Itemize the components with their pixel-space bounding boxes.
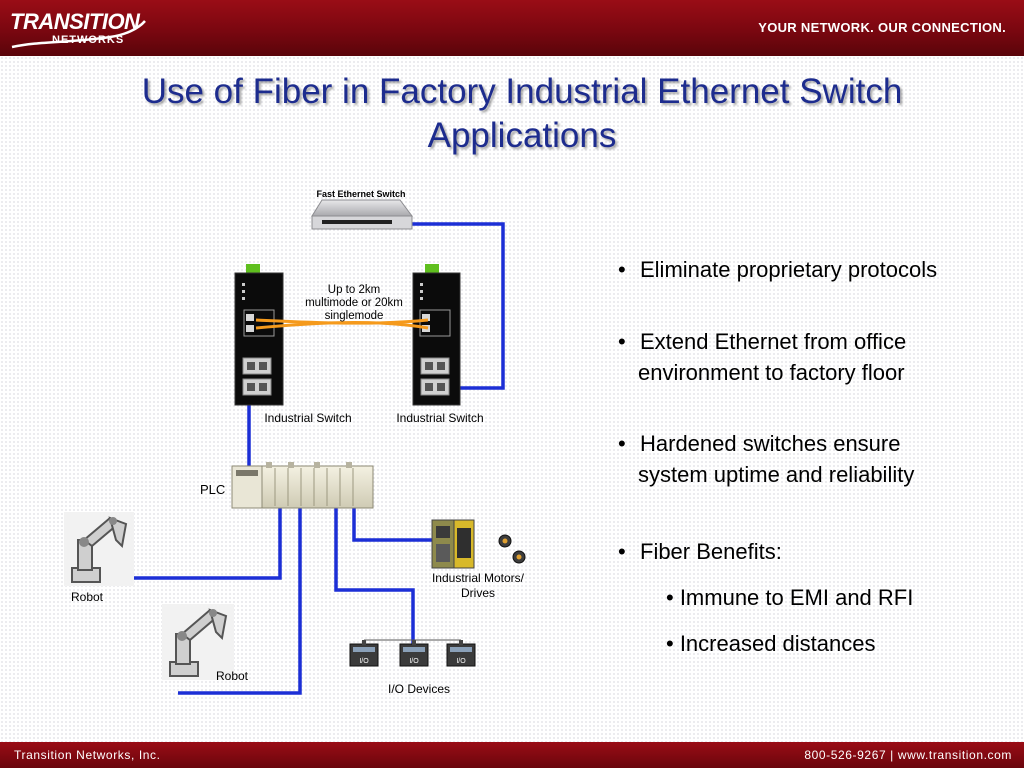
fast-ethernet-switch-label: Fast Ethernet Switch xyxy=(316,189,405,199)
footer-bar: Transition Networks, Inc. 800-526-9267 |… xyxy=(0,742,1024,768)
logo-text-networks: NETWORKS xyxy=(52,34,125,46)
industrial-motors-drives: Industrial Motors/ Drives xyxy=(431,519,526,600)
io-module-2-text: I/O xyxy=(409,658,419,665)
title-line-2: Applications xyxy=(427,116,617,155)
footer-contact: 800-526-9267 | www.transition.com xyxy=(804,748,1012,762)
plc: PLC xyxy=(200,462,374,509)
robot-2: Robot xyxy=(162,604,249,683)
io-module-3-text: I/O xyxy=(456,658,466,665)
bullet-hardened-switches: •Hardened switches ensure system uptime … xyxy=(618,428,914,490)
logo-swoosh-icon xyxy=(11,20,146,49)
ethernet-cables xyxy=(130,222,505,695)
io-module-2: I/O xyxy=(399,640,429,667)
bullet-1-text: Eliminate proprietary protocols xyxy=(640,257,938,282)
io-devices: I/O I/O I/O I/O Devices xyxy=(349,639,476,696)
fiber-distance-note-line-1: Up to 2km xyxy=(328,284,380,296)
io-devices-label: I/O Devices xyxy=(388,682,450,696)
transition-networks-logo: TRANSITION NETWORKS xyxy=(10,7,150,51)
io-module-1-text: I/O xyxy=(359,658,369,665)
sub-bullet-distances: • Increased distances xyxy=(666,631,876,656)
logo-text-transition: TRANSITION xyxy=(10,9,140,34)
cable-plc-to-io xyxy=(334,508,415,646)
robot-1-label: Robot xyxy=(71,590,104,604)
bullet-4-text: Fiber Benefits: xyxy=(640,539,782,564)
industrial-switch-left-label: Industrial Switch xyxy=(264,411,351,425)
bullet-3-line-1: Hardened switches ensure xyxy=(640,431,901,456)
fiber-link xyxy=(255,318,429,330)
cable-switch-to-fast-ethernet xyxy=(408,222,505,390)
bullet-2-line-2: environment to factory floor xyxy=(638,360,905,385)
cable-plc-to-robot1 xyxy=(130,508,282,580)
slide-title: Use of Fiber in Factory Industrial Ether… xyxy=(60,70,984,158)
cable-plc-to-robot2 xyxy=(178,508,302,695)
bullet-extend-ethernet: •Extend Ethernet from office environment… xyxy=(618,326,906,388)
title-line-1: Use of Fiber in Factory Industrial Ether… xyxy=(141,72,903,111)
sub-bullet-emi: • Immune to EMI and RFI xyxy=(666,585,914,610)
io-module-3: I/O xyxy=(446,640,476,667)
robot-1: Robot xyxy=(64,512,134,604)
bullet-2-line-1: Extend Ethernet from office xyxy=(640,329,907,354)
plc-label: PLC xyxy=(200,482,225,497)
industrial-switch-left: Industrial Switch xyxy=(234,264,352,425)
fast-ethernet-switch: Fast Ethernet Switch xyxy=(311,189,413,230)
fiber-distance-note-line-3: singlemode xyxy=(325,310,384,322)
cable-plc-to-motors xyxy=(352,508,432,542)
industrial-switch-right: Industrial Switch xyxy=(396,264,484,425)
industrial-switch-right-label: Industrial Switch xyxy=(396,411,483,425)
motors-label-line-1: Industrial Motors/ xyxy=(432,571,525,585)
bullet-eliminate-protocols: •Eliminate proprietary protocols xyxy=(618,257,938,282)
header-tagline: YOUR NETWORK. OUR CONNECTION. xyxy=(758,20,1006,35)
header-bar: TRANSITION NETWORKS YOUR NETWORK. OUR CO… xyxy=(0,0,1024,56)
bullet-fiber-benefits: •Fiber Benefits: xyxy=(618,539,782,564)
io-module-1: I/O xyxy=(349,640,379,667)
bullet-3-line-2: system uptime and reliability xyxy=(638,462,915,487)
footer-company: Transition Networks, Inc. xyxy=(14,748,161,762)
fiber-distance-note-line-2: multimode or 20km xyxy=(305,297,403,309)
robot-2-label: Robot xyxy=(216,669,249,683)
motors-label-line-2: Drives xyxy=(461,586,495,600)
